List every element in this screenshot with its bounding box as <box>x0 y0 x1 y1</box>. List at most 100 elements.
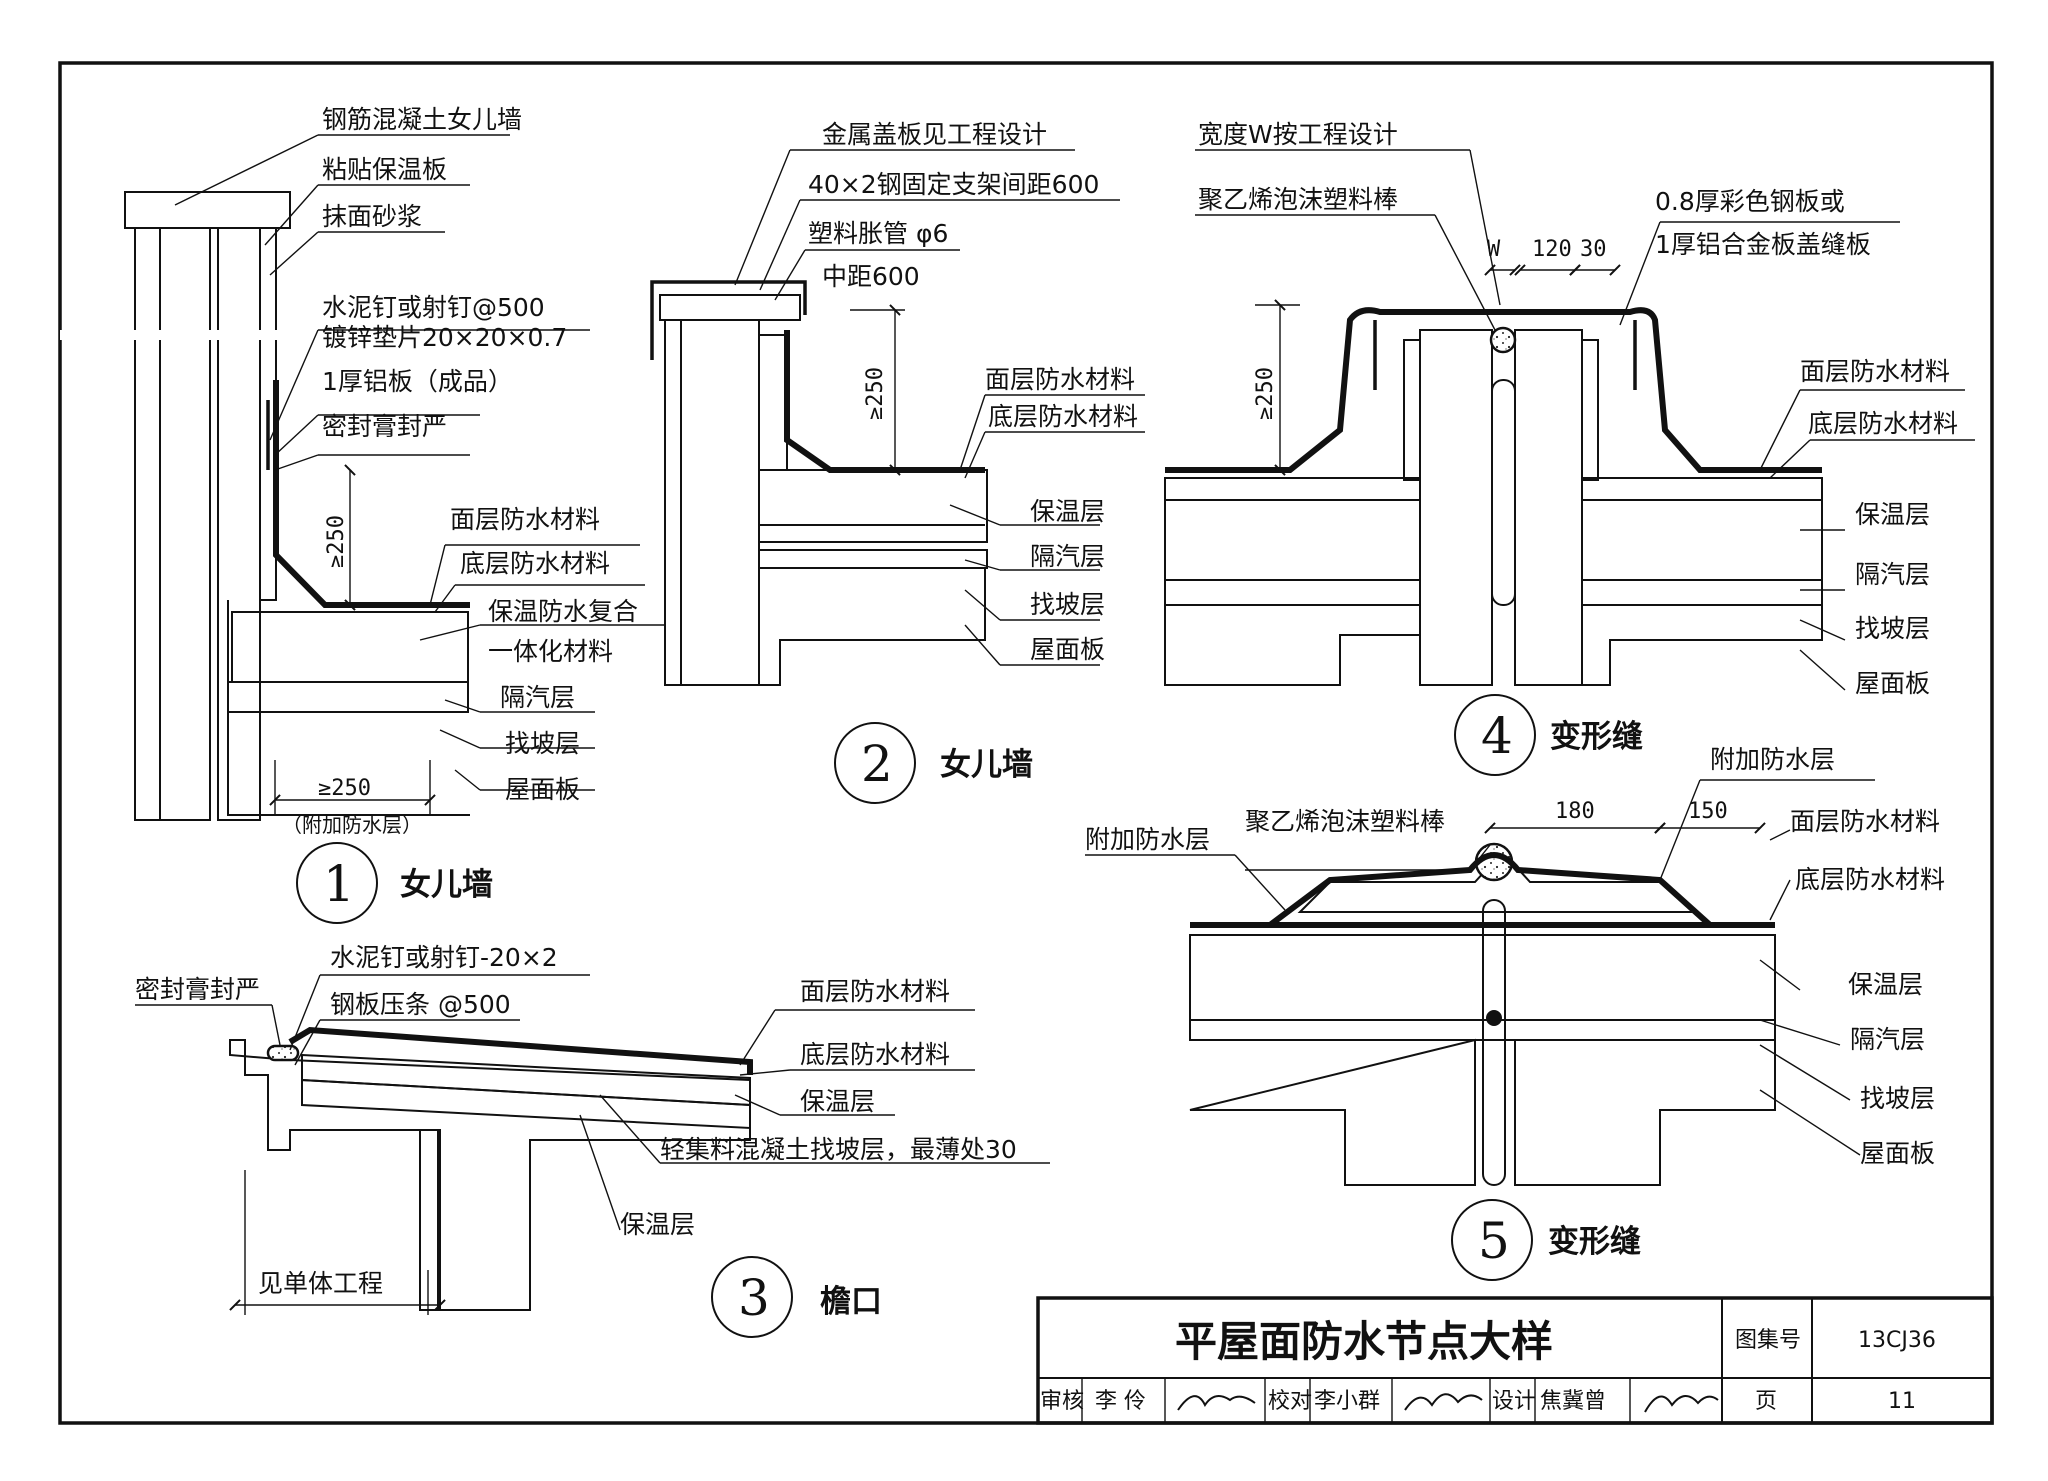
detail-1-section <box>60 191 470 821</box>
d2-label: 中距600 <box>822 262 920 291</box>
d4-dim-b: 30 <box>1580 237 1607 262</box>
d2-label: 金属盖板见工程设计 <box>822 120 1047 149</box>
d5-dim-b: 150 <box>1688 799 1728 824</box>
d4-label: 0.8厚彩色钢板或 <box>1655 187 1845 216</box>
checker-name: 李小群 <box>1314 1389 1380 1414</box>
detail-2-leaders <box>734 149 1145 666</box>
check-label: 校对 <box>1268 1389 1312 1414</box>
detail-4-number: 4 <box>1481 707 1513 765</box>
d4-label: 隔汽层 <box>1855 560 1930 589</box>
detail-5-caption: 变形缝 <box>1548 1224 1641 1260</box>
d1-label: 密封膏封严 <box>322 412 447 441</box>
detail-5-circle <box>1451 1199 1533 1281</box>
d1-label: 底层防水材料 <box>460 549 610 578</box>
detail-5-section <box>1189 842 1776 1186</box>
designer-name: 焦冀曾 <box>1540 1389 1606 1414</box>
d1-label: 抹面砂浆 <box>322 202 422 231</box>
d1-label: 隔汽层 <box>500 683 575 712</box>
checker-signature <box>1404 1393 1483 1411</box>
detail-5-number: 5 <box>1478 1212 1510 1270</box>
d2-label: 面层防水材料 <box>985 365 1135 394</box>
d5-label: 面层防水材料 <box>1790 807 1940 836</box>
title-block <box>1036 1296 1994 1425</box>
d5-label: 保温层 <box>1848 970 1923 999</box>
d1-label: 钢筋混凝土女儿墙 <box>322 105 522 134</box>
detail-1-labels: 钢筋混凝土女儿墙 粘贴保温板 抹面砂浆 水泥钉或射钉@500 镀锌垫片20×20… <box>282 105 638 837</box>
detail-1-leaders <box>174 134 665 815</box>
d2-label: 塑料胀管 φ6 <box>808 219 948 248</box>
d3-label: 保温层 <box>800 1087 875 1116</box>
d4-label: 找坡层 <box>1855 614 1930 643</box>
review-label: 审核 <box>1040 1389 1084 1414</box>
designer-signature <box>1644 1395 1719 1413</box>
d5-label: 聚乙烯泡沫塑料棒 <box>1245 807 1445 836</box>
d1-label: 粘贴保温板 <box>322 155 447 184</box>
d4-label: 屋面板 <box>1855 669 1930 698</box>
d2-label: 隔汽层 <box>1030 542 1105 571</box>
d2-label: 找坡层 <box>1030 590 1105 619</box>
detail-3-circle <box>711 1256 793 1338</box>
detail-4-section <box>1164 307 1823 686</box>
d2-label: 屋面板 <box>1030 635 1105 664</box>
d5-label: 屋面板 <box>1860 1139 1935 1168</box>
d3-label: 保温层 <box>620 1210 695 1239</box>
d3-label: 轻集料混凝土找坡层，最薄处30 <box>660 1135 1017 1164</box>
page-label: 页 <box>1755 1389 1777 1414</box>
detail-3-labels: 密封膏封严 水泥钉或射钉-20×2 钢板压条 @500 面层防水材料 底层防水材… <box>135 943 1017 1298</box>
d4-dim-w: W <box>1487 237 1501 262</box>
design-label: 设计 <box>1492 1389 1536 1414</box>
detail-4-circle <box>1454 694 1536 776</box>
d2-label: 40×2钢固定支架间距600 <box>808 170 1099 199</box>
d4-dim-a: 120 <box>1532 237 1572 262</box>
d1-label: 水泥钉或射钉@500 <box>322 293 545 322</box>
detail-2-circle <box>834 722 916 804</box>
d4-label: 宽度W按工程设计 <box>1198 120 1398 149</box>
drawing-title: 平屋面防水节点大样 <box>1175 1317 1553 1366</box>
d5-label: 找坡层 <box>1860 1084 1935 1113</box>
d5-label: 附加防水层 <box>1085 825 1210 854</box>
detail-5-labels: 附加防水层 聚乙烯泡沫塑料棒 附加防水层 面层防水材料 底层防水材料 保温层 隔… <box>1085 745 1945 1168</box>
d4-label: 面层防水材料 <box>1800 357 1950 386</box>
detail-3-section <box>229 1026 753 1311</box>
d5-dim-a: 180 <box>1555 799 1595 824</box>
d4-label: 底层防水材料 <box>1808 409 1958 438</box>
detail-3-leaders <box>135 974 1050 1315</box>
d1-label: 屋面板 <box>505 775 580 804</box>
d4-label: 保温层 <box>1855 500 1930 529</box>
d2-dim-up: ≥250 <box>863 367 888 420</box>
d3-label: 底层防水材料 <box>800 1040 950 1069</box>
d3-label: 密封膏封严 <box>135 975 260 1004</box>
detail-1-number: 1 <box>323 855 355 913</box>
d5-label: 底层防水材料 <box>1795 865 1945 894</box>
detail-2-section <box>650 280 988 686</box>
detail-5-leaders <box>1085 779 1875 1156</box>
d1-dim-bottom: ≥250 <box>318 776 371 801</box>
detail-1-caption: 女儿墙 <box>400 867 493 903</box>
detail-2-caption: 女儿墙 <box>940 747 1033 783</box>
d2-label: 底层防水材料 <box>988 402 1138 431</box>
detail-2-labels: 金属盖板见工程设计 40×2钢固定支架间距600 塑料胀管 φ6 中距600 面… <box>808 120 1138 664</box>
d2-label: 保温层 <box>1030 497 1105 526</box>
d4-dim-up: ≥250 <box>1253 367 1278 420</box>
reviewer-name: 李 伶 <box>1095 1389 1146 1414</box>
reviewer-signature <box>1177 1395 1256 1411</box>
d1-label: 保温防水复合 <box>488 597 638 626</box>
detail-3-number: 3 <box>738 1269 770 1327</box>
d1-dim-note: （附加防水层） <box>282 813 422 837</box>
d5-label: 附加防水层 <box>1710 745 1835 774</box>
detail-4-caption: 变形缝 <box>1550 719 1643 755</box>
d3-label: 见单体工程 <box>258 1269 383 1298</box>
d4-label: 1厚铝合金板盖缝板 <box>1655 230 1871 259</box>
d1-label: 1厚铝板（成品） <box>322 367 513 396</box>
d3-label: 钢板压条 @500 <box>330 990 511 1019</box>
detail-1-circle <box>296 842 378 924</box>
detail-4-labels: 宽度W按工程设计 聚乙烯泡沫塑料棒 0.8厚彩色钢板或 1厚铝合金板盖缝板 面层… <box>1198 120 1958 698</box>
atlas-number: 13CJ36 <box>1858 1328 1936 1353</box>
d1-label: 面层防水材料 <box>450 505 600 534</box>
detail-2-number: 2 <box>861 735 893 793</box>
d1-dim-up: ≥250 <box>324 515 349 568</box>
detail-4-leaders <box>1195 149 1975 691</box>
d1-label: 一体化材料 <box>488 637 613 666</box>
d3-label: 水泥钉或射钉-20×2 <box>330 943 558 972</box>
